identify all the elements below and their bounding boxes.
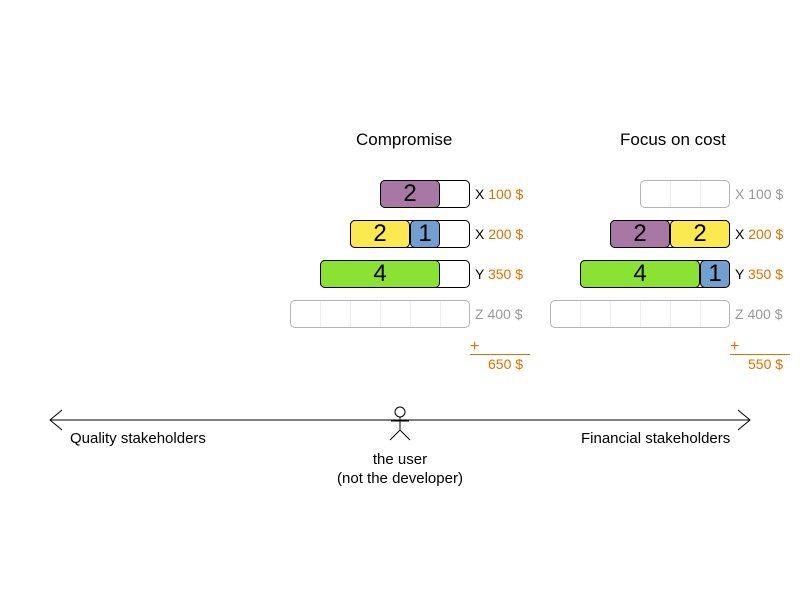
- computer-name: X: [475, 186, 485, 202]
- bin-cell-divider: [440, 301, 441, 327]
- computer-label: X 200 $: [735, 226, 783, 242]
- computer-cost: 100 $: [748, 186, 784, 202]
- computer-name: Z: [475, 306, 484, 322]
- process-block: 4: [580, 260, 700, 288]
- bin-cell-divider: [580, 301, 581, 327]
- computer-cost: 400 $: [747, 306, 783, 322]
- computer-name: X: [735, 226, 745, 242]
- process-block: 1: [700, 260, 730, 288]
- computer-label: Z 400 $: [475, 306, 523, 322]
- computer-name: Y: [475, 266, 485, 282]
- computer-label: X 100 $: [475, 186, 523, 202]
- bin-cell-divider: [700, 301, 701, 327]
- total-cost: 650 $: [488, 356, 524, 372]
- computer-name: Y: [735, 266, 745, 282]
- computer-cost: 350 $: [747, 266, 784, 282]
- process-block: 2: [350, 220, 410, 248]
- plus-sign: +: [470, 338, 480, 355]
- bin-cell-divider: [610, 301, 611, 327]
- bin-cell-divider: [700, 181, 701, 207]
- process-block: 1: [410, 220, 440, 248]
- computer-bin: [290, 300, 470, 328]
- total-cost: 550 $: [748, 356, 784, 372]
- computer-label: X 200 $: [475, 226, 523, 242]
- computer-label: Y 350 $: [475, 266, 523, 282]
- bin-cell-divider: [380, 301, 381, 327]
- quality-stakeholders-label: Quality stakeholders: [70, 430, 206, 447]
- process-block: 2: [670, 220, 730, 248]
- bin-cell-divider: [670, 301, 671, 327]
- computer-label: Y 350 $: [735, 266, 783, 282]
- computer-cost: 350 $: [487, 266, 524, 282]
- process-block: 2: [380, 180, 440, 208]
- bin-cell-divider: [640, 301, 641, 327]
- financial-stakeholders-label: Financial stakeholders: [581, 430, 731, 447]
- process-block: 4: [320, 260, 440, 288]
- user-label-line2: (not the developer): [337, 470, 463, 487]
- sum-line: [470, 354, 530, 355]
- bin-cell-divider: [670, 181, 671, 207]
- panel-title-compromise: Compromise: [356, 130, 453, 149]
- computer-label: Z 400 $: [735, 306, 783, 322]
- left-arrow-icon: [49, 409, 63, 431]
- right-arrow-icon: [737, 409, 751, 431]
- panel-title-focus-on-cost: Focus on cost: [620, 130, 726, 149]
- computer-cost: 100 $: [488, 186, 524, 202]
- user-label: the user (not the developer): [300, 450, 500, 488]
- computer-cost: 200 $: [488, 226, 524, 242]
- computer-name: X: [475, 226, 485, 242]
- computer-label: X 100 $: [735, 186, 783, 202]
- bin-cell-divider: [320, 301, 321, 327]
- stick-figure-icon: [389, 406, 411, 441]
- computer-name: X: [735, 186, 745, 202]
- computer-cost: 200 $: [748, 226, 784, 242]
- process-block: 2: [610, 220, 670, 248]
- plus-sign: +: [730, 338, 740, 355]
- sum-line: [730, 354, 790, 355]
- computer-cost: 400 $: [487, 306, 523, 322]
- computer-bin: [640, 180, 730, 208]
- bin-cell-divider: [410, 301, 411, 327]
- computer-bin: [550, 300, 730, 328]
- user-label-line1: the user: [372, 451, 428, 468]
- computer-name: Z: [735, 306, 744, 322]
- bin-cell-divider: [350, 301, 351, 327]
